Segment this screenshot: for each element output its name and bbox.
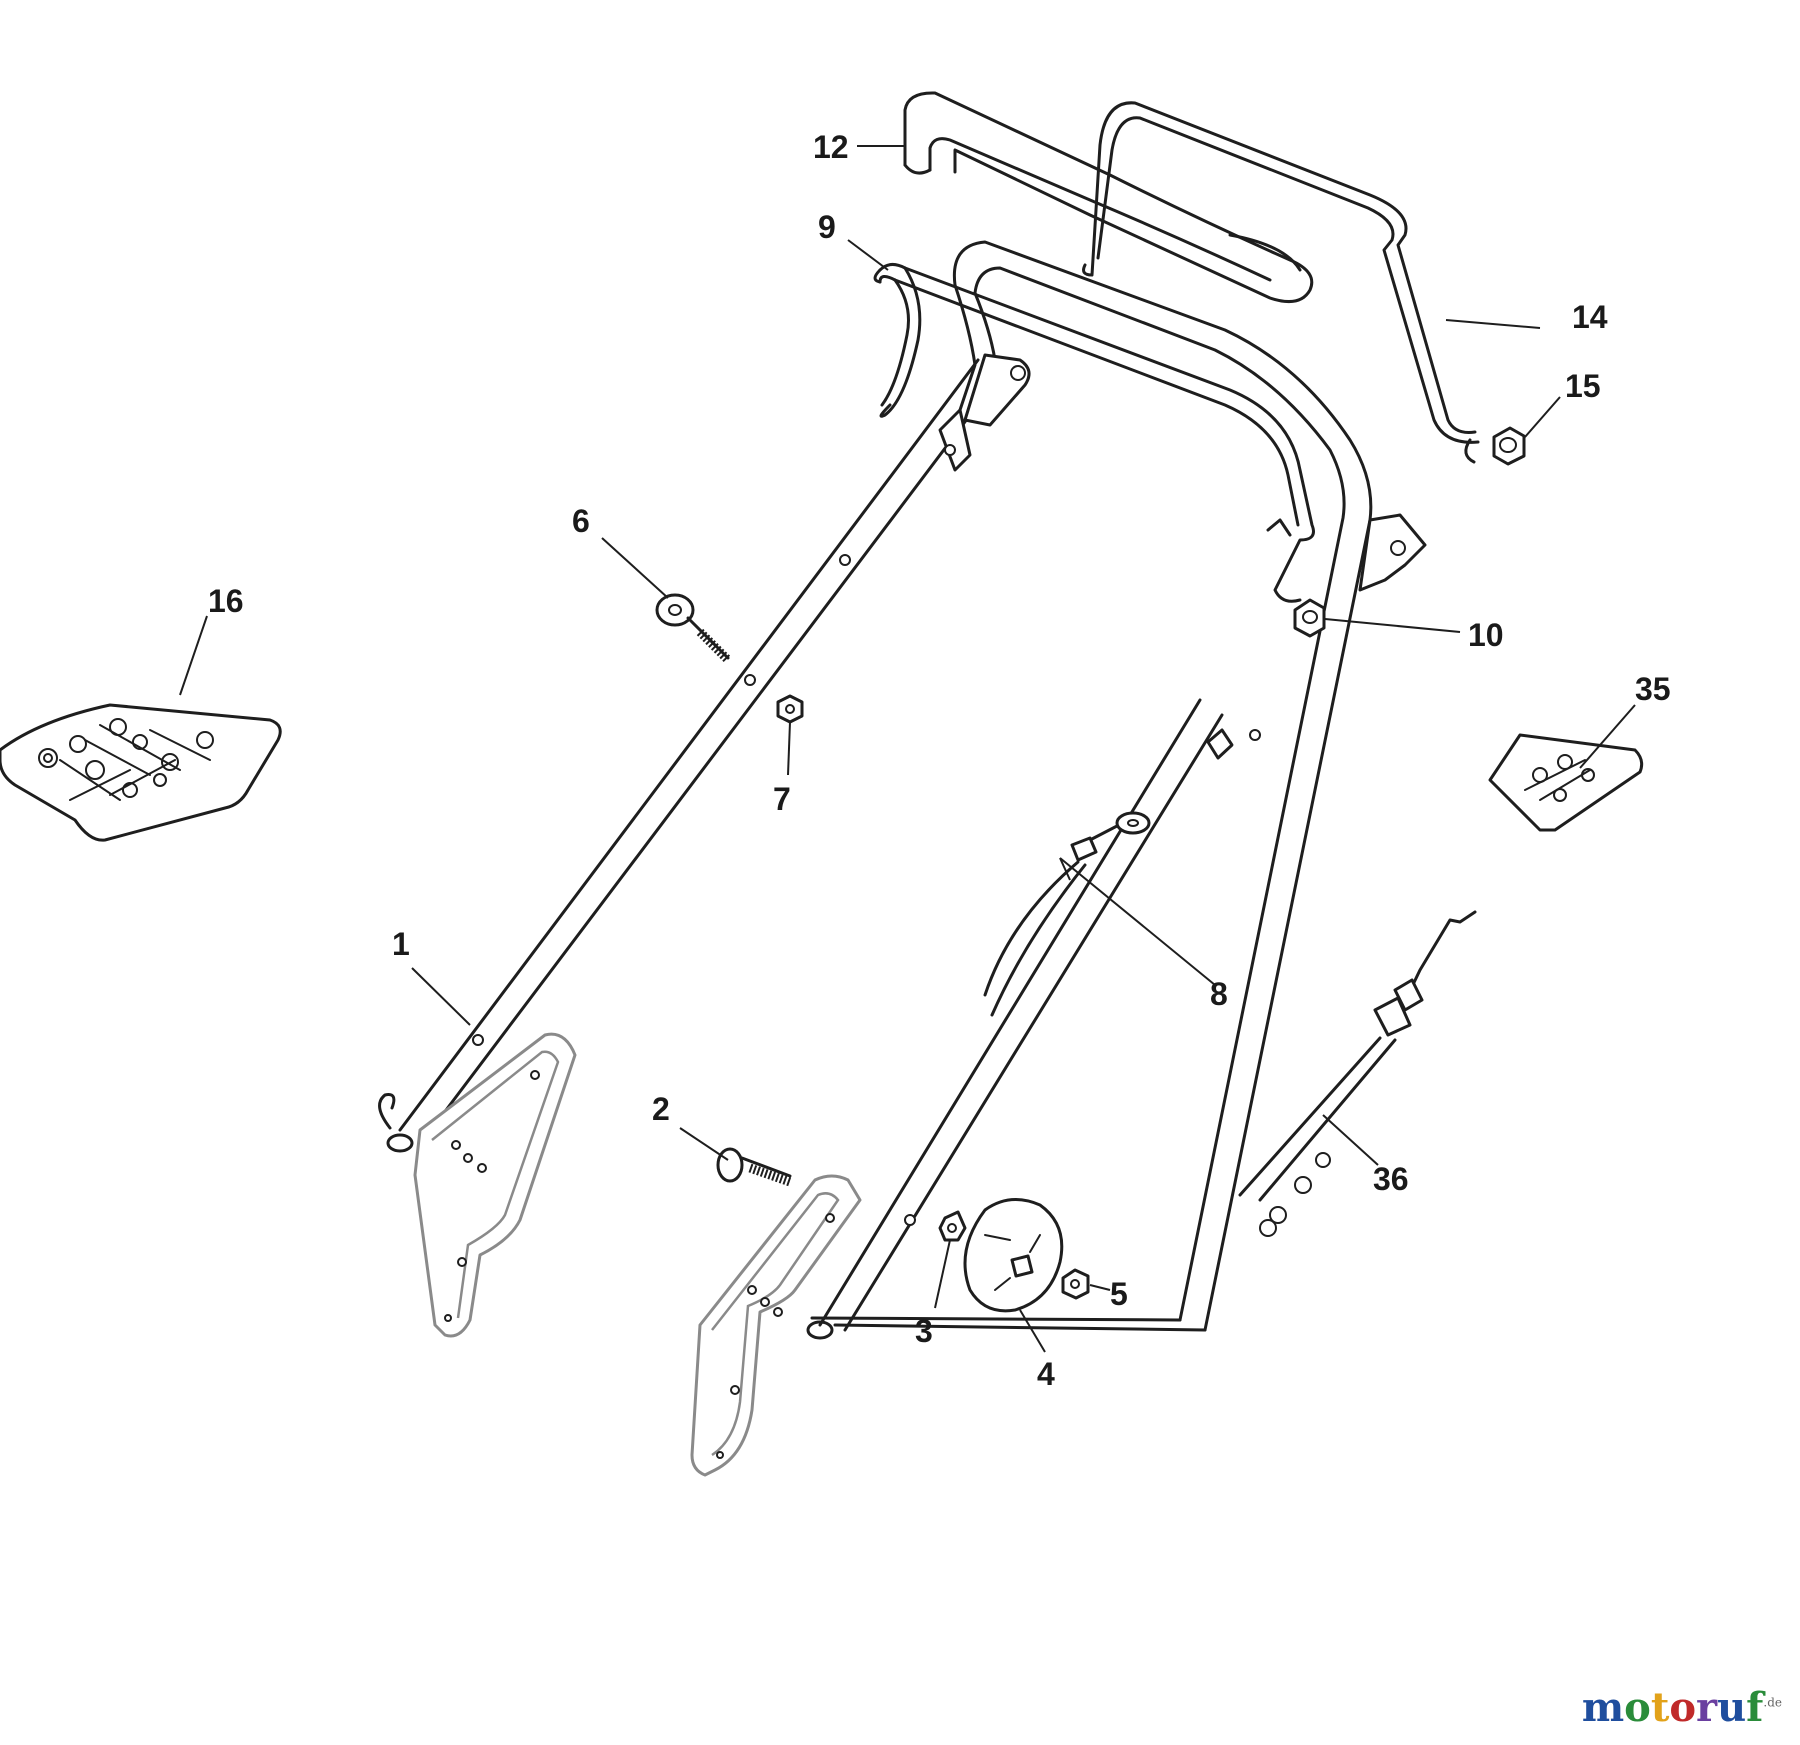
callout-14: 14 — [1572, 299, 1608, 335]
motoruf-logo: motoruf.de — [1582, 1684, 1782, 1731]
logo-letter: o — [1669, 1684, 1696, 1731]
part-16-hardware-bag — [0, 703, 282, 842]
left-bracket-plate — [413, 1032, 577, 1338]
part-15-nut — [1492, 426, 1526, 466]
main-handle-frame — [378, 240, 1427, 1340]
logo-letter: f — [1746, 1684, 1764, 1731]
part-9-bail-wire — [873, 263, 1315, 603]
part-12-upper-handle — [903, 91, 1314, 304]
callout-15: 15 — [1565, 368, 1601, 404]
part-5-nut — [1061, 1268, 1090, 1300]
part-7-nut — [776, 694, 804, 724]
logo-letter: m — [1581, 1684, 1625, 1731]
callout-3: 3 — [915, 1313, 933, 1349]
callout-12: 12 — [813, 129, 849, 165]
part-2-carriage-bolt — [716, 1147, 792, 1187]
callout-36: 36 — [1373, 1161, 1409, 1197]
part-14-control-bail — [1082, 101, 1480, 464]
callout-9: 9 — [818, 209, 836, 245]
callout-4: 4 — [1037, 1356, 1055, 1392]
callout-10: 10 — [1468, 617, 1504, 653]
callout-2: 2 — [652, 1091, 670, 1127]
part-8-cable — [983, 811, 1151, 1017]
callout-8: 8 — [1210, 976, 1228, 1012]
leader-lines — [179, 145, 1636, 1353]
right-bracket-plate — [690, 1174, 862, 1477]
callout-1: 1 — [392, 926, 410, 962]
callout-35: 35 — [1635, 671, 1671, 707]
logo-letter: o — [1624, 1684, 1651, 1731]
callout-labels: 1 2 3 4 5 6 7 8 9 10 12 14 15 16 35 36 — [208, 129, 1671, 1392]
part-3-stud — [938, 1210, 967, 1242]
callout-16: 16 — [208, 583, 244, 619]
part-36-cable — [1238, 910, 1477, 1237]
logo-letter: t — [1650, 1684, 1670, 1731]
part-4-handle-knob — [963, 1198, 1064, 1313]
part-6-eye-bolt — [655, 593, 732, 664]
logo-suffix: .de — [1763, 1695, 1782, 1710]
callout-6: 6 — [572, 503, 590, 539]
part-10-nut — [1293, 598, 1326, 638]
callout-5: 5 — [1110, 1276, 1128, 1312]
part-35-hardware-bag — [1488, 733, 1644, 832]
logo-letter: r — [1696, 1684, 1718, 1731]
callout-7: 7 — [773, 781, 791, 817]
logo-letter: u — [1717, 1684, 1747, 1731]
